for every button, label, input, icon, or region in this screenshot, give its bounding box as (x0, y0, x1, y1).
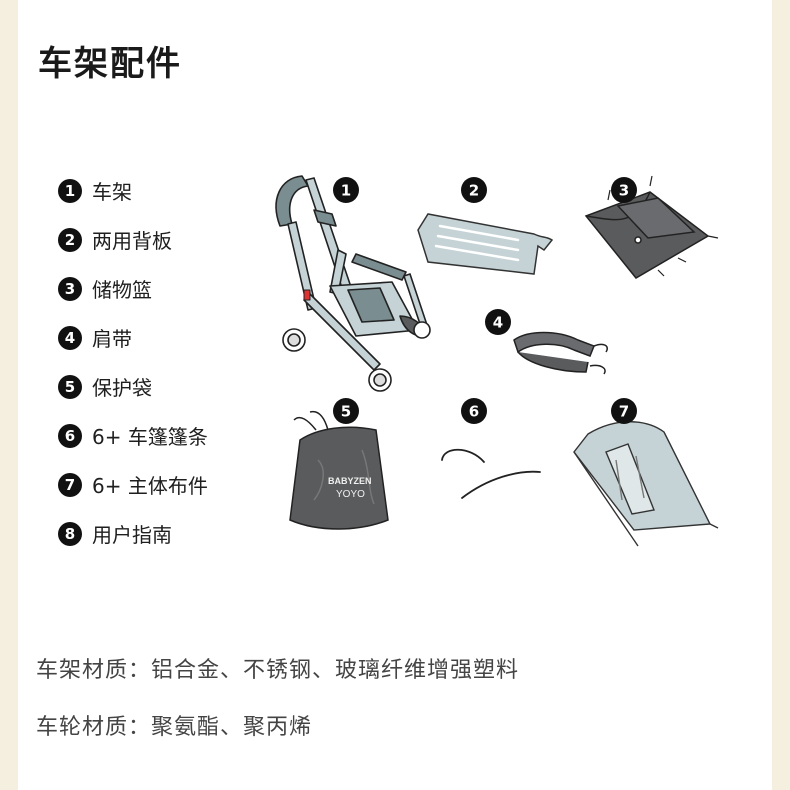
seat-fabric-icon (573, 421, 719, 547)
shoulder-strap-icon (513, 331, 608, 375)
badge-3: 3 (611, 177, 637, 203)
frame-material-text: 车架材质：铝合金、不锈钢、玻璃纤维增强塑料 (36, 658, 520, 683)
badge-6: 6 (461, 398, 487, 424)
page-title: 车架配件 (38, 44, 182, 84)
legend-item-fabric: 7 6+ 主体布件 (58, 460, 208, 509)
figure-badges: 1 2 3 4 5 6 7 (333, 177, 637, 424)
legend-label: 用户指南 (92, 523, 172, 547)
legend-number: 8 (58, 521, 82, 546)
svg-text:7: 7 (619, 403, 629, 421)
parts-legend: 1 车架 2 两用背板 3 储物篮 4 肩带 5 保护袋 6 6+ 车篷篷条 7… (58, 166, 208, 558)
parts-illustration: BABYZEN YOYO 1 2 (275, 175, 719, 547)
canopy-rods-icon (441, 448, 541, 499)
legend-number: 5 (58, 374, 82, 399)
protective-bag-icon: BABYZEN YOYO (289, 410, 389, 530)
legend-number: 3 (58, 276, 82, 301)
badge-1: 1 (333, 177, 359, 203)
legend-label: 车架 (92, 180, 132, 204)
legend-label: 6+ 车篷篷条 (92, 425, 208, 449)
legend-item-basket: 3 储物篮 (58, 264, 208, 313)
bag-logo-brand: BABYZEN (328, 476, 372, 486)
legend-label: 储物篮 (92, 278, 152, 302)
badge-4: 4 (485, 309, 511, 335)
legend-number: 6 (58, 423, 82, 448)
legend-label: 保护袋 (92, 376, 152, 400)
stroller-frame-icon (275, 175, 431, 392)
svg-text:5: 5 (341, 403, 351, 421)
bag-logo-model: YOYO (336, 489, 365, 500)
legend-number: 7 (58, 472, 82, 497)
legend-label: 肩带 (92, 327, 132, 351)
content-panel: 车架配件 1 车架 2 两用背板 3 储物篮 4 肩带 5 保护袋 6 6+ 车… (18, 0, 772, 790)
legend-label: 6+ 主体布件 (92, 474, 208, 498)
svg-text:4: 4 (493, 314, 503, 332)
svg-text:6: 6 (469, 403, 479, 421)
svg-text:3: 3 (619, 182, 629, 200)
legend-item-guide: 8 用户指南 (58, 509, 208, 558)
svg-text:2: 2 (469, 182, 479, 200)
legend-item-bag: 5 保护袋 (58, 362, 208, 411)
badge-7: 7 (611, 398, 637, 424)
legend-item-strap: 4 肩带 (58, 313, 208, 362)
legend-item-frame: 1 车架 (58, 166, 208, 215)
legend-label: 两用背板 (92, 229, 172, 253)
legend-item-backrest: 2 两用背板 (58, 215, 208, 264)
storage-basket-icon (584, 175, 719, 279)
wheel-material-text: 车轮材质：聚氨酯、聚丙烯 (36, 715, 313, 740)
legend-number: 4 (58, 325, 82, 350)
badge-5: 5 (333, 398, 359, 424)
badge-2: 2 (461, 177, 487, 203)
legend-item-canopy-rods: 6 6+ 车篷篷条 (58, 411, 208, 460)
backrest-board-icon (417, 213, 554, 275)
svg-text:1: 1 (341, 182, 351, 200)
legend-number: 2 (58, 227, 82, 252)
legend-number: 1 (58, 178, 82, 203)
